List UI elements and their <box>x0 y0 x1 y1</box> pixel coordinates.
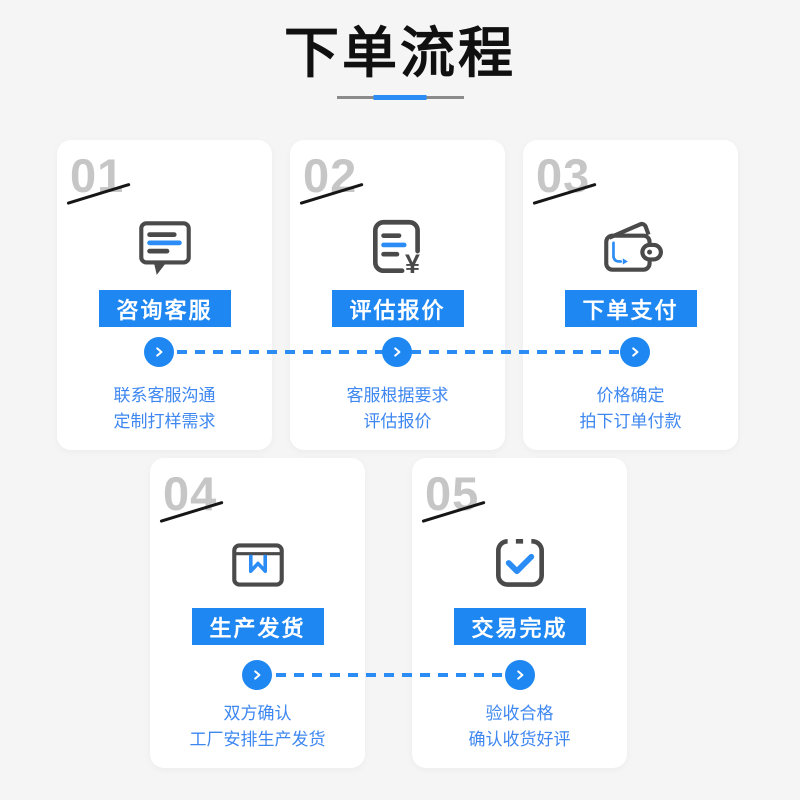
step-label-badge: 生产发货 <box>191 608 324 645</box>
step-description-line1: 验收合格 <box>485 704 554 723</box>
step-description-line1: 双方确认 <box>223 704 292 723</box>
step-number: 02 <box>303 149 358 202</box>
step-description-line1: 客服根据要求 <box>346 386 449 405</box>
step-card-5: 05 交易完成 验收合格 确认收货好评 <box>412 458 627 768</box>
title-underline <box>336 94 464 101</box>
wallet-icon <box>598 214 664 280</box>
step-description: 双方确认 工厂安排生产发货 <box>150 701 365 754</box>
package-box-icon <box>225 532 291 598</box>
step-description-line2: 拍下订单付款 <box>579 412 682 432</box>
step-label-badge: 下单支付 <box>564 290 697 327</box>
page-title: 下单流程 <box>283 22 516 84</box>
step-card-3: 03 下单支付 价格确定 拍下订单付款 <box>523 140 738 450</box>
step-description-line1: 价格确定 <box>596 386 665 405</box>
step-description-line2: 定制打样需求 <box>113 412 216 432</box>
step-number: 03 <box>536 149 591 202</box>
step-description: 价格确定 拍下订单付款 <box>523 383 738 436</box>
step-description: 客服根据要求 评估报价 <box>290 383 505 436</box>
step-number: 05 <box>425 467 480 520</box>
quote-document-icon: ¥ <box>365 214 431 280</box>
step-card-2: 02 ¥ 评估报价 客服根据要求 评估报价 <box>290 140 505 450</box>
step-description-line2: 评估报价 <box>363 412 432 432</box>
arrow-circle-icon <box>382 337 412 367</box>
arrow-circle-icon <box>242 660 272 690</box>
step-description: 验收合格 确认收货好评 <box>412 701 627 754</box>
step-number: 01 <box>70 149 125 202</box>
step-card-4: 04 生产发货 双方确认 工厂安排生产发货 <box>150 458 365 768</box>
chat-bubble-icon <box>132 214 198 280</box>
arrow-circle-icon <box>620 337 650 367</box>
step-description-line1: 联系客服沟通 <box>113 386 216 405</box>
step-number: 04 <box>163 467 218 520</box>
step-label-badge: 评估报价 <box>331 290 464 327</box>
step-description: 联系客服沟通 定制打样需求 <box>57 383 272 436</box>
yuan-symbol: ¥ <box>404 249 419 279</box>
step-label-badge: 咨询客服 <box>98 290 231 327</box>
step-label-badge: 交易完成 <box>453 608 586 645</box>
arrow-circle-icon <box>144 337 174 367</box>
step-card-1: 01 咨询客服 联系客服沟通 定制打样需求 <box>57 140 272 450</box>
arrow-circle-icon <box>505 660 535 690</box>
title-block: 下单流程 <box>0 0 800 101</box>
check-square-icon <box>487 532 553 598</box>
flow-connector-line-row2 <box>258 673 520 677</box>
step-description-line2: 确认收货好评 <box>468 730 571 750</box>
step-description-line2: 工厂安排生产发货 <box>189 730 326 750</box>
underline-blue-bar <box>373 95 427 101</box>
